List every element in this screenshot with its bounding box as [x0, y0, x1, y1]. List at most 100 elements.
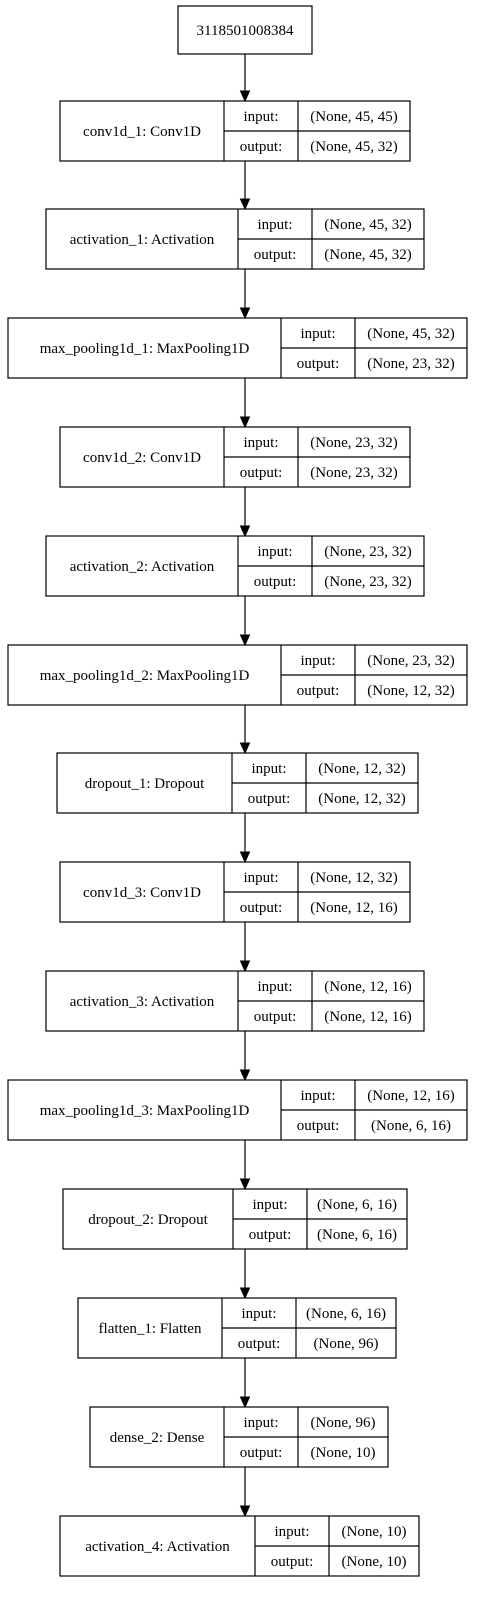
input-shape: (None, 12, 32): [318, 761, 405, 777]
edge-arrow: [239, 922, 251, 973]
output-shape: (None, 23, 32): [310, 465, 397, 481]
edge-arrow: [239, 1140, 251, 1191]
edge-arrowhead: [239, 851, 251, 864]
edge-arrow: [239, 1249, 251, 1300]
layer-name: conv1d_1: Conv1D: [83, 124, 201, 140]
input-label: input:: [252, 1197, 287, 1213]
edge-arrowhead: [239, 416, 251, 429]
edge-arrow: [239, 1467, 251, 1518]
layer-node: max_pooling1d_1: MaxPooling1D input: (None…: [7, 317, 468, 379]
root-node-box: [177, 5, 313, 55]
layer-name: activation_4: Activation: [85, 1539, 230, 1555]
edge-arrowhead: [239, 742, 251, 755]
input-label: input:: [300, 326, 335, 342]
edge-arrow: [239, 596, 251, 647]
layer-name: dropout_1: Dropout: [85, 776, 205, 792]
layer-name: activation_1: Activation: [70, 232, 215, 248]
edge-arrowhead: [239, 1287, 251, 1300]
layer-node: dense_2: Dense input: (None, 96) output: (No…: [89, 1406, 389, 1468]
output-shape: (None, 10): [342, 1554, 407, 1570]
edge-arrow: [239, 161, 251, 211]
layer-node: max_pooling1d_3: MaxPooling1D input: (None…: [7, 1079, 468, 1141]
output-label: output:: [240, 900, 283, 916]
layer-node: conv1d_2: Conv1D input: (None, 23, 32) outp…: [59, 426, 411, 488]
edge-arrowhead: [239, 1505, 251, 1518]
edge-arrowhead: [239, 634, 251, 647]
output-label: output:: [254, 247, 297, 263]
root-input-node: 3118501008384: [177, 5, 313, 55]
input-shape: (None, 23, 32): [367, 653, 454, 669]
edge-arrow: [239, 705, 251, 755]
input-shape: (None, 45, 32): [324, 217, 411, 233]
input-shape: (None, 10): [342, 1524, 407, 1540]
input-shape: (None, 45, 45): [310, 109, 397, 125]
layer-name: max_pooling1d_2: MaxPooling1D: [40, 668, 250, 684]
edge-arrow: [239, 1031, 251, 1082]
output-label: output:: [297, 683, 340, 699]
output-shape: (None, 96): [314, 1336, 379, 1352]
input-label: input:: [300, 1088, 335, 1104]
input-shape: (None, 6, 16): [317, 1197, 397, 1213]
edge-arrow: [239, 813, 251, 864]
layer-node: dropout_1: Dropout input: (None, 12, 32) ou…: [56, 752, 419, 814]
edge-arrowhead: [239, 1178, 251, 1191]
layer-name: activation_3: Activation: [70, 994, 215, 1010]
output-shape: (None, 12, 32): [318, 791, 405, 807]
input-label: input:: [243, 435, 278, 451]
edge-arrowhead: [239, 1396, 251, 1409]
layer-name: max_pooling1d_1: MaxPooling1D: [40, 341, 250, 357]
input-label: input:: [243, 1415, 278, 1431]
layer-name: conv1d_2: Conv1D: [83, 450, 201, 466]
input-shape: (None, 23, 32): [310, 435, 397, 451]
output-shape: (None, 12, 16): [310, 900, 397, 916]
input-label: input:: [274, 1524, 309, 1540]
edge-arrowhead: [239, 1069, 251, 1082]
layer-node: activation_1: Activation input: (None, 45,…: [45, 208, 425, 270]
edge-arrow: [239, 269, 251, 320]
edge-arrow: [239, 1358, 251, 1409]
output-label: output:: [297, 356, 340, 372]
output-shape: (None, 23, 32): [324, 574, 411, 590]
layer-name: dense_2: Dense: [110, 1430, 205, 1446]
input-shape: (None, 45, 32): [367, 326, 454, 342]
input-shape: (None, 96): [311, 1415, 376, 1431]
output-shape: (None, 10): [311, 1445, 376, 1461]
layer-name: flatten_1: Flatten: [99, 1321, 202, 1337]
output-label: output:: [240, 465, 283, 481]
edge-arrow: [239, 378, 251, 429]
layer-nodes-group: conv1d_1: Conv1D input: (None, 45, 45) outp…: [7, 100, 468, 1577]
input-label: input:: [257, 217, 292, 233]
input-label: input:: [243, 870, 278, 886]
output-label: output:: [271, 1554, 314, 1570]
layer-node: flatten_1: Flatten input: (None, 6, 16) out…: [77, 1297, 397, 1359]
layer-name: max_pooling1d_3: MaxPooling1D: [40, 1103, 250, 1119]
input-label: input:: [257, 544, 292, 560]
edge-arrow: [239, 487, 251, 538]
input-shape: (None, 6, 16): [306, 1306, 386, 1322]
output-label: output:: [240, 1445, 283, 1461]
output-shape: (None, 6, 16): [317, 1227, 397, 1243]
output-label: output:: [254, 574, 297, 590]
edges-group: [239, 54, 251, 1518]
input-shape: (None, 12, 16): [367, 1088, 454, 1104]
output-label: output:: [297, 1118, 340, 1134]
edge-arrowhead: [239, 90, 251, 103]
layer-name: dropout_2: Dropout: [88, 1212, 208, 1228]
output-label: output:: [238, 1336, 281, 1352]
output-shape: (None, 23, 32): [367, 356, 454, 372]
output-label: output:: [248, 791, 291, 807]
layer-node: activation_2: Activation input: (None, 23,…: [45, 535, 425, 597]
layer-name: activation_2: Activation: [70, 559, 215, 575]
output-shape: (None, 45, 32): [310, 139, 397, 155]
input-label: input:: [241, 1306, 276, 1322]
output-shape: (None, 6, 16): [371, 1118, 451, 1134]
input-label: input:: [251, 761, 286, 777]
output-shape: (None, 12, 32): [367, 683, 454, 699]
edge-arrowhead: [239, 198, 251, 211]
output-label: output:: [254, 1009, 297, 1025]
